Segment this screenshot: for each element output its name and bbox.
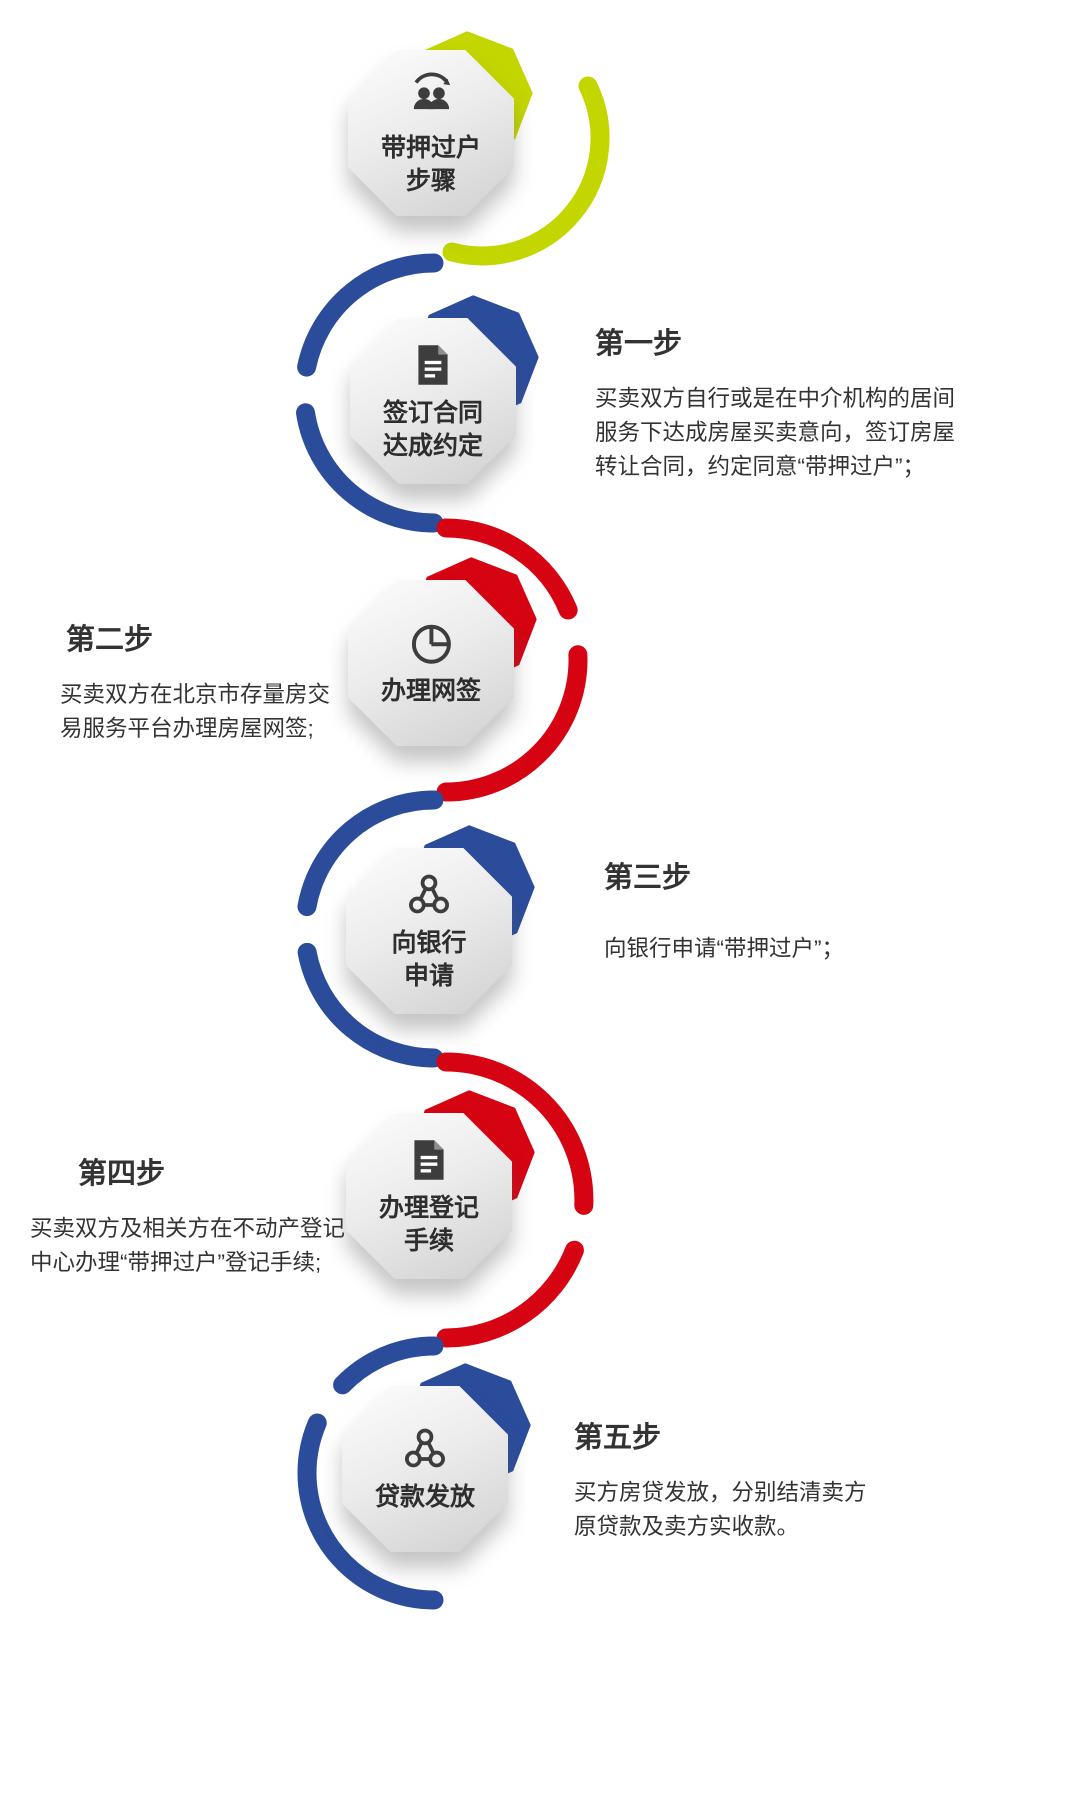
step2-badge-label: 办理网签 xyxy=(380,677,481,706)
header-badge: 带押过户 步骤 xyxy=(348,50,514,216)
step2-node: 办理网签 xyxy=(348,580,514,746)
connector-arc-header xyxy=(442,76,610,266)
pie-chart-icon xyxy=(406,618,456,668)
connector-arc-step1 xyxy=(294,253,444,533)
step2-badge: 办理网签 xyxy=(348,580,514,746)
step4-description: 买卖双方及相关方在不动产登记中心办理“带押过户”登记手续; xyxy=(30,1216,346,1275)
step5-description: 买方房贷发放，分别结清卖方原贷款及卖方实收款。 xyxy=(574,1480,867,1539)
header-node: 带押过户 步骤 xyxy=(348,50,514,216)
step3-badge-label: 向银行 申请 xyxy=(391,929,467,990)
connector-arc-step5 xyxy=(297,1336,444,1610)
step5-text: 第五步 买方房贷发放，分别结清卖方原贷款及卖方实收款。 xyxy=(574,1414,886,1544)
step4-badge-label: 办理登记 手续 xyxy=(378,1194,479,1255)
step1-node: 签订合同 达成约定 xyxy=(350,318,516,484)
step3-text: 第三步 向银行申请“带押过户”； xyxy=(604,854,944,966)
step1-heading: 第一步 xyxy=(595,328,683,360)
step2-description: 买卖双方在北京市存量房交易服务平台办理房屋网签; xyxy=(60,682,331,741)
team-icon xyxy=(400,1424,450,1474)
step3-heading: 第三步 xyxy=(604,862,692,894)
step4-text: 第四步 买卖双方及相关方在不动产登记中心办理“带押过户”登记手续; xyxy=(30,1150,350,1280)
step1-badge-label: 签订合同 达成约定 xyxy=(382,399,483,460)
step5-node: 贷款发放 xyxy=(342,1386,508,1552)
step1-description: 买卖双方自行或是在中介机构的居间服务下达成房屋买卖意向，签订房屋转让合同，约定同… xyxy=(595,386,956,479)
step4-node: 办理登记 手续 xyxy=(346,1113,512,1279)
document-icon xyxy=(404,1135,454,1185)
document-icon xyxy=(408,340,458,390)
step3-badge: 向银行 申请 xyxy=(346,848,512,1014)
step2-text: 第二步 买卖双方在北京市存量房交易服务平台办理房屋网签; xyxy=(60,616,332,746)
step5-badge: 贷款发放 xyxy=(342,1386,508,1552)
step5-badge-label: 贷款发放 xyxy=(374,1483,475,1512)
step1-badge: 签订合同 达成约定 xyxy=(350,318,516,484)
step5-heading: 第五步 xyxy=(574,1422,662,1454)
step3-description: 向银行申请“带押过户”； xyxy=(604,936,844,961)
connector-arc-step3 xyxy=(295,790,444,1068)
header-badge-label: 带押过户 步骤 xyxy=(380,134,481,195)
connector-arc-step4 xyxy=(436,1052,594,1348)
connector-arc-step2 xyxy=(436,518,588,802)
step2-heading: 第二步 xyxy=(66,624,154,656)
people-sync-icon xyxy=(403,69,459,125)
step1-text: 第一步 买卖双方自行或是在中介机构的居间服务下达成房屋买卖意向，签订房屋转让合同… xyxy=(595,320,955,483)
step4-badge: 办理登记 手续 xyxy=(346,1113,512,1279)
step4-heading: 第四步 xyxy=(78,1158,166,1190)
step3-node: 向银行 申请 xyxy=(346,848,512,1014)
team-icon xyxy=(404,870,454,920)
